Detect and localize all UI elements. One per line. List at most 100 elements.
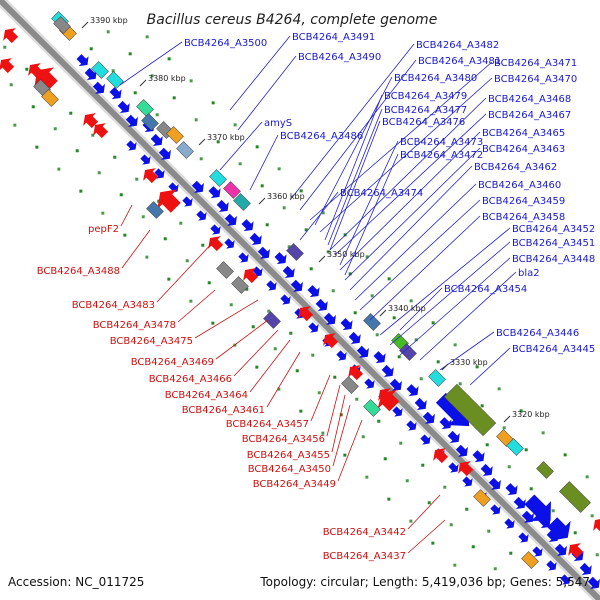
leader-line-minus (121, 229, 151, 269)
guide-dot (119, 193, 123, 197)
guide-dot (519, 409, 523, 413)
plus-cds-arrow (505, 483, 518, 496)
gene-label-minus: BCB4264_A3469 (131, 357, 214, 368)
leader-line-minus (331, 394, 346, 453)
plus-cds-arrow (257, 246, 270, 259)
guide-dot (201, 243, 205, 247)
guide-dot (397, 355, 401, 359)
gene-label-plus: BCB4264_A3446 (496, 328, 579, 339)
plus-cds-arrow (447, 430, 460, 443)
plus-cds-arrow (356, 345, 369, 358)
guide-dot (106, 30, 110, 34)
plus-cds-arrow (238, 252, 249, 263)
gene-label-minus: BCB4264_A3483 (72, 300, 155, 311)
rna-feature-box (53, 16, 71, 34)
plus-cds-arrow-shape (241, 219, 254, 232)
guide-dot (365, 475, 369, 479)
guide-dot (167, 57, 171, 61)
plus-cds-arrow-shape (518, 532, 529, 543)
guide-dot (245, 287, 249, 291)
guide-dot (233, 123, 237, 127)
plus-cds-arrow (587, 576, 600, 589)
gene-label-plus: BCB4264_A3481 (418, 56, 501, 67)
minus-cds-arrow-shape (433, 448, 449, 464)
plus-cds-arrow-shape (532, 546, 543, 557)
minus-cds-arrow (593, 518, 600, 534)
plus-cds-arrow (126, 140, 137, 151)
gene-label-plus: BCB4264_A3445 (512, 344, 595, 355)
leader-line-minus (332, 404, 351, 467)
plus-cds-arrow-shape (307, 285, 320, 298)
guide-dot (585, 475, 589, 479)
guide-dot (255, 365, 259, 369)
leader-line-minus (326, 384, 341, 437)
guide-dot (331, 289, 335, 293)
rna-feature-box (141, 113, 159, 131)
minus-cds-arrow-shape (298, 306, 314, 322)
leader-line-plus (344, 147, 481, 281)
gene-label-plus: BCB4264_A3459 (482, 196, 565, 207)
guide-dot (111, 69, 115, 73)
gene-label-plus: BCB4264_A3463 (482, 144, 565, 155)
minus-cds-arrow-shape (143, 168, 159, 184)
guide-dot (128, 52, 132, 56)
plus-cds-arrow (488, 477, 501, 490)
kbp-tick-mark (258, 197, 266, 205)
plus-cds-arrow (196, 210, 207, 221)
rna-feature-box (166, 126, 184, 144)
guide-dot (443, 485, 447, 489)
plus-cds-arrow-shape (488, 477, 501, 490)
minus-cds-arrow-shape (593, 518, 600, 534)
guide-dot (405, 479, 409, 483)
guide-dot (277, 167, 281, 171)
plus-cds-arrow-shape (504, 518, 515, 529)
plus-cds-arrow-shape (448, 462, 459, 473)
gene-labels: BCB4264_A3500BCB4264_A3491BCB4264_A3490B… (37, 32, 596, 562)
plus-cds-arrow-shape (356, 345, 369, 358)
plus-cds-arrow-shape (125, 114, 138, 127)
gene-label-plus: BCB4264_A3448 (512, 254, 595, 265)
guide-dot (13, 123, 17, 127)
plus-cds-arrow (241, 219, 254, 232)
plus-cds-arrow-shape (546, 560, 557, 571)
gene-label-minus: BCB4264_A3455 (247, 450, 330, 461)
minus-cds-arrow (0, 58, 15, 74)
plus-cds-arrow (76, 54, 89, 67)
guide-dot (502, 426, 506, 430)
rna-feature-box (41, 89, 59, 107)
plus-cds-arrow-shape (238, 252, 249, 263)
plus-cds-arrow-shape (364, 378, 375, 389)
plus-cds-arrow-shape (280, 294, 291, 305)
leader-line-plus (399, 257, 511, 356)
leader-line-plus (469, 347, 511, 386)
plus-cds-arrow (554, 543, 567, 556)
guide-dot (69, 111, 73, 115)
minus-cds-arrow-shape (323, 333, 339, 349)
guide-dot (9, 83, 13, 87)
plus-cds-large (524, 494, 551, 521)
guide-dot (353, 311, 357, 315)
leader-line-minus (407, 494, 441, 530)
plus-cds-arrow (224, 238, 235, 249)
gene-label-plus: BCB4264_A3500 (184, 38, 267, 49)
gene-label-plus: BCB4264_A3477 (384, 105, 467, 116)
kbp-tick-label: 3370 kbp (207, 133, 245, 142)
plus-cds-arrow-shape (392, 406, 403, 417)
guide-dot (480, 404, 484, 408)
guide-dot (487, 529, 491, 533)
guide-dot (89, 47, 93, 51)
leader-line-plus (237, 55, 297, 131)
rna-feature-box (106, 71, 124, 89)
minus-cds-arrow-shape (458, 461, 474, 477)
guide-dot (229, 303, 233, 307)
minus-cds-arrow-shape (83, 113, 99, 129)
plus-cds-large-shape (547, 517, 571, 541)
kbp-tick-label: 3330 kbp (450, 358, 488, 367)
leader-line-minus (177, 289, 216, 323)
leader-line-minus (194, 299, 259, 339)
guide-dot (199, 157, 203, 161)
guide-dot (343, 453, 347, 457)
minus-cds-arrow (83, 113, 99, 129)
